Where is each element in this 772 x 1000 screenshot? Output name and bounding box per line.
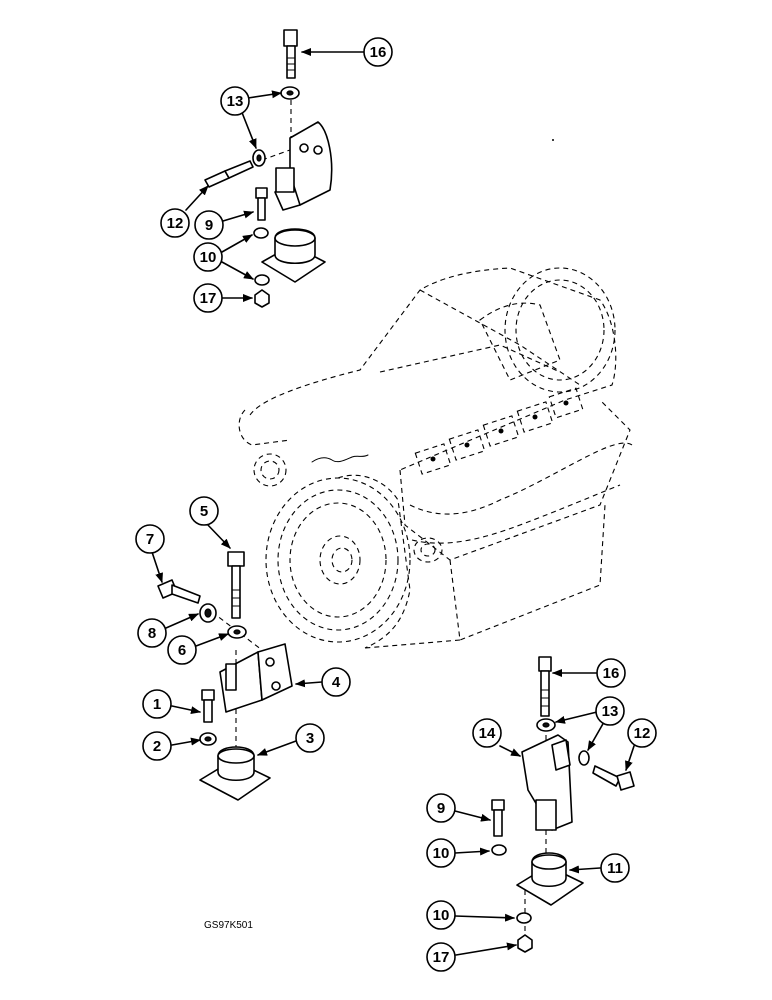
svg-text:10: 10 — [200, 249, 217, 266]
callout-12-rear: 12 — [160, 208, 190, 238]
svg-text:9: 9 — [437, 800, 445, 817]
callout-9-rear: 9 — [194, 210, 224, 240]
callout-11: 11 — [600, 853, 630, 883]
callout-1: 1 — [142, 689, 172, 719]
svg-text:1: 1 — [153, 696, 161, 713]
long-bolt-part — [227, 551, 245, 619]
rubber-mount-3-part — [199, 746, 271, 801]
svg-text:7: 7 — [146, 531, 154, 548]
callout-17-front: 17 — [426, 942, 456, 972]
side-bolt-part — [204, 160, 254, 188]
callout-3: 3 — [295, 723, 325, 753]
callout-leaders — [151, 48, 635, 956]
bracket-4-part — [219, 643, 293, 713]
svg-text:17: 17 — [200, 290, 217, 307]
rear-rubber-mount — [261, 228, 326, 283]
svg-text:3: 3 — [306, 730, 314, 747]
callout-2: 2 — [142, 731, 172, 761]
callout-16-rear: 16 — [363, 37, 393, 67]
svg-text:13: 13 — [227, 93, 244, 110]
svg-text:16: 16 — [370, 44, 387, 61]
svg-text:10: 10 — [433, 907, 450, 924]
callout-16-front: 16 — [596, 658, 626, 688]
svg-text:2: 2 — [153, 738, 161, 755]
front-right-mount-assembly — [491, 656, 635, 953]
callout-12-front: 12 — [627, 718, 657, 748]
svg-text:16: 16 — [603, 665, 620, 682]
side-bolt-12-part — [592, 765, 635, 791]
callout-10-front-upper: 10 — [426, 838, 456, 868]
drawing-code: GS97K501 — [204, 920, 253, 931]
rear-mount-assembly — [204, 29, 333, 308]
svg-text:9: 9 — [205, 217, 213, 234]
svg-text:12: 12 — [634, 725, 651, 742]
callout-14: 14 — [472, 718, 502, 748]
bracket-14-part — [521, 734, 573, 831]
callout-5: 5 — [189, 496, 219, 526]
valve-cover-blocks — [414, 387, 584, 475]
svg-text:14: 14 — [479, 725, 496, 742]
callout-9-front: 9 — [426, 793, 456, 823]
svg-text:5: 5 — [200, 503, 208, 520]
front-left-mount-assembly — [157, 551, 293, 801]
svg-text:6: 6 — [178, 642, 186, 659]
rear-bracket-part — [274, 121, 333, 211]
callout-17-rear: 17 — [193, 283, 223, 313]
callout-7: 7 — [135, 524, 165, 554]
bolt-top-part — [283, 29, 298, 79]
callout-10-front-lower: 10 — [426, 900, 456, 930]
callout-8: 8 — [137, 618, 167, 648]
front-pulley-outline — [265, 477, 411, 643]
callout-13-rear: 13 — [220, 86, 250, 116]
callout-13-front: 13 — [595, 696, 625, 726]
svg-text:8: 8 — [148, 625, 156, 642]
svg-text:13: 13 — [602, 703, 619, 720]
svg-text:10: 10 — [433, 845, 450, 862]
rubber-mount-11-part — [516, 852, 584, 906]
callout-6: 6 — [167, 635, 197, 665]
side-bolt-7-part — [157, 579, 201, 604]
svg-text:4: 4 — [332, 674, 341, 691]
svg-text:17: 17 — [433, 949, 450, 966]
svg-text:11: 11 — [607, 860, 623, 877]
callout-10-rear: 10 — [193, 242, 223, 272]
engine-block-outline — [238, 267, 633, 649]
callout-4: 4 — [321, 667, 351, 697]
svg-text:12: 12 — [167, 215, 184, 232]
